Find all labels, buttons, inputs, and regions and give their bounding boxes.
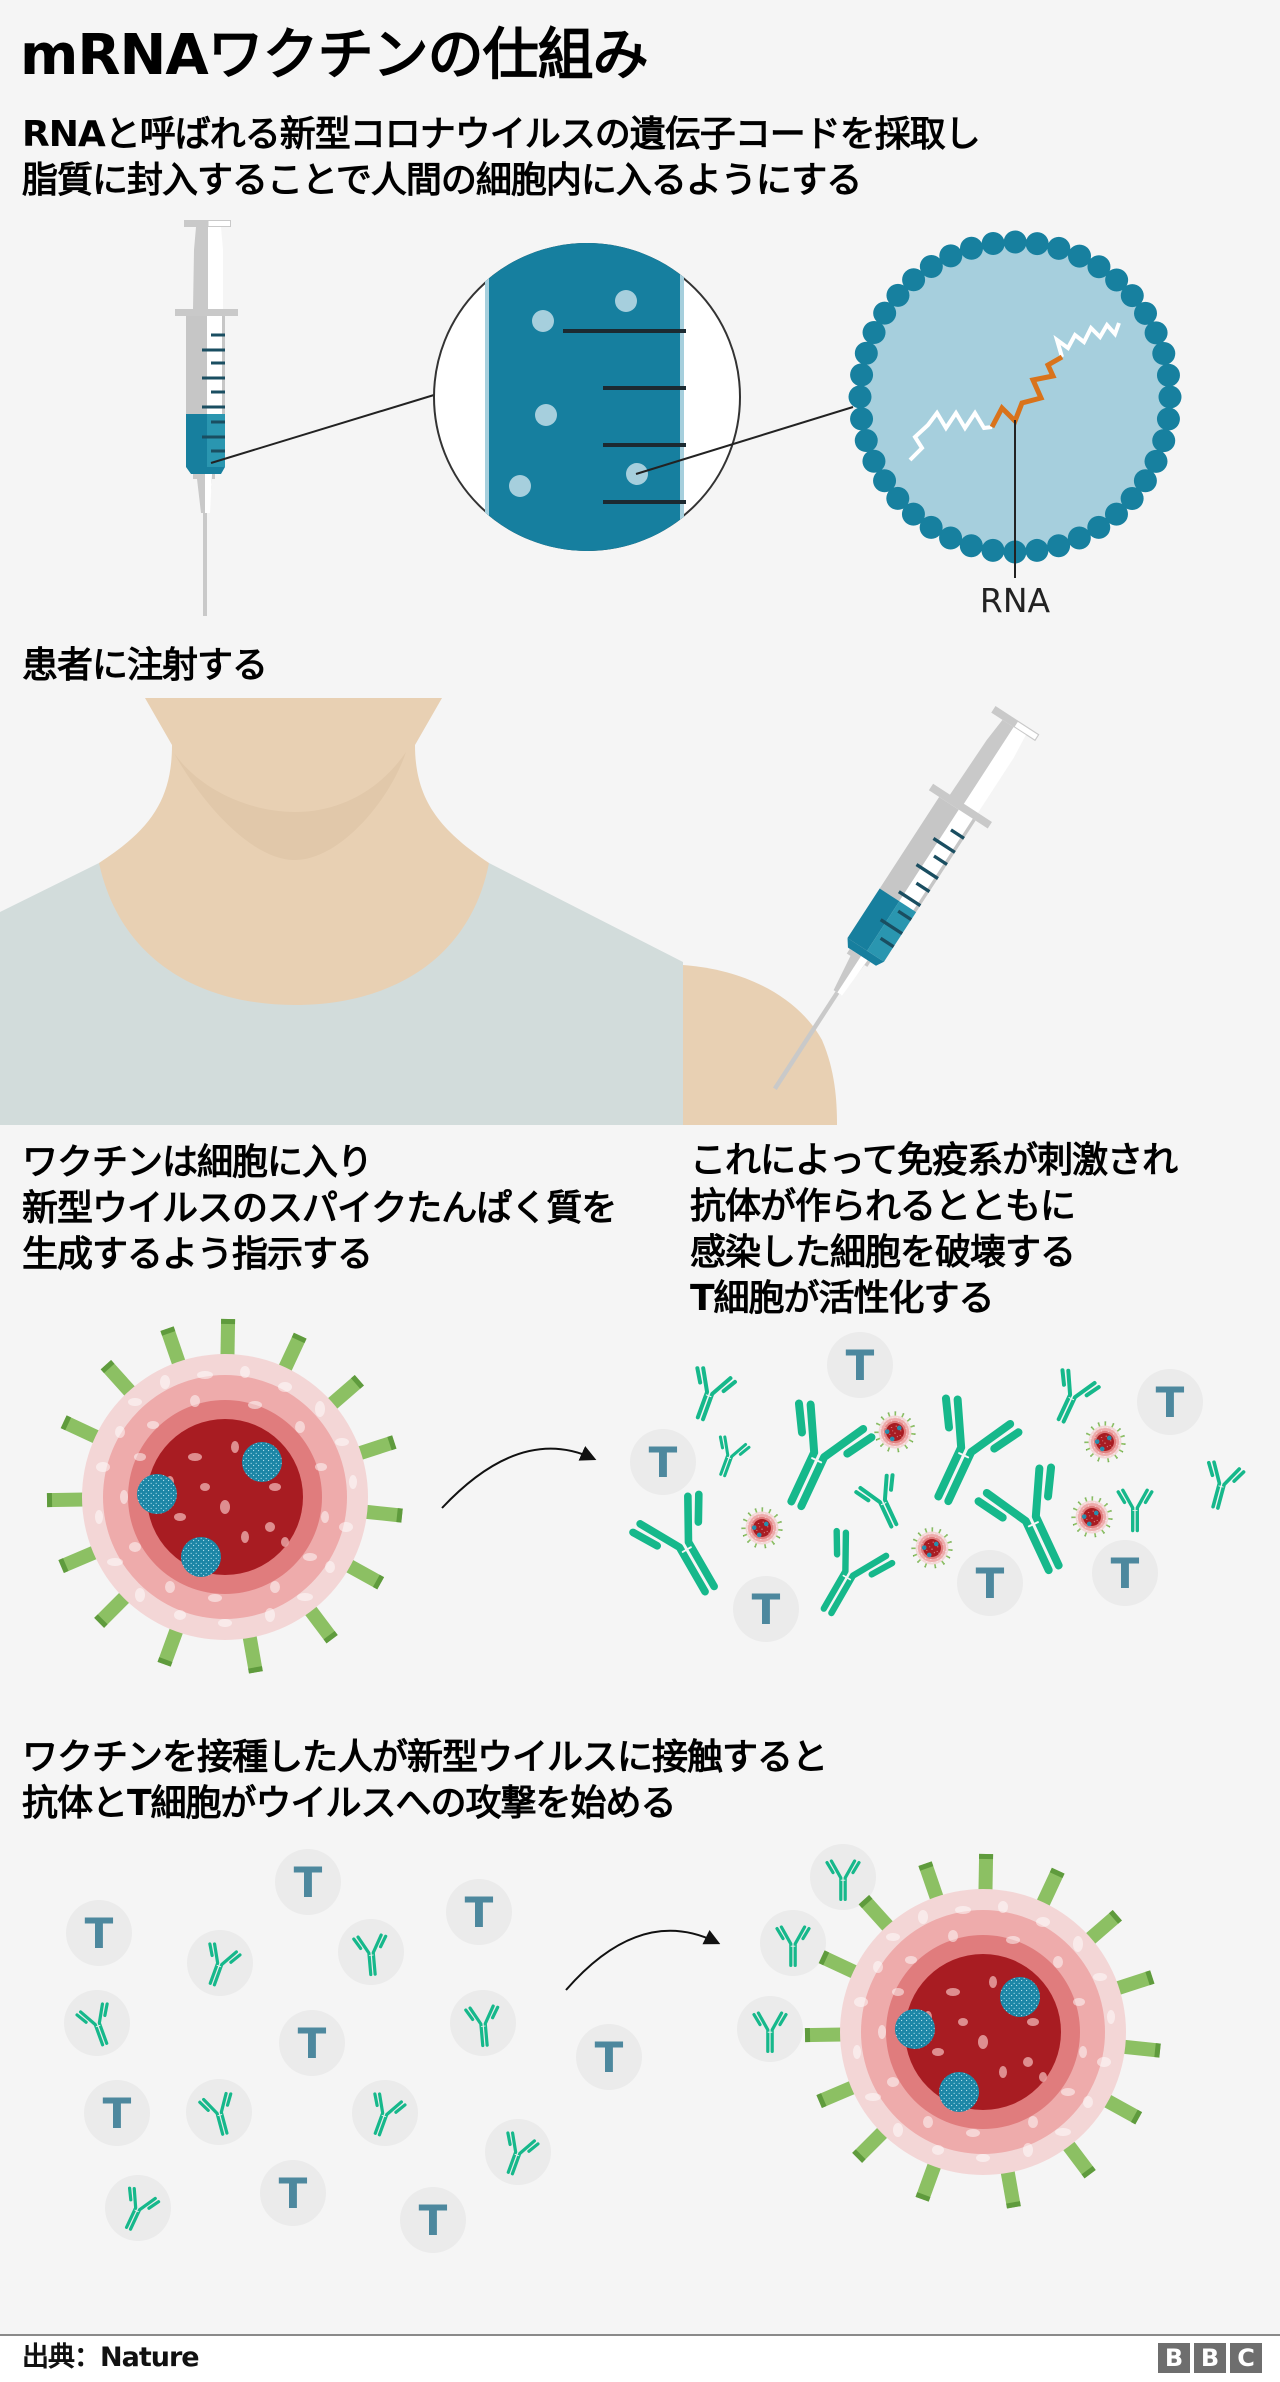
connector-line	[635, 406, 854, 475]
antibody-cell-icon	[105, 2175, 171, 2241]
caption-line: これによって免疫系が刺激され	[690, 1140, 1178, 1181]
caption-line: ワクチンを接種した人が新型ウイルスに接触すると	[22, 1737, 828, 1778]
page-title: mRNAワクチンの仕組み	[20, 23, 649, 88]
svg-text:T: T	[1156, 1378, 1185, 1427]
antibody-cell-icon	[352, 2080, 418, 2146]
caption-line: 生成するよう指示する	[22, 1234, 373, 1275]
rna-label: RNA	[980, 581, 1051, 620]
syringe-icon	[173, 218, 240, 618]
antibody-icon	[706, 1433, 752, 1482]
antibody-cell-icon	[450, 1990, 516, 2056]
t-cell-icon: T	[630, 1429, 696, 1495]
t-cell-icon: T	[576, 2024, 642, 2090]
bbc-logo: B B C	[1158, 2343, 1262, 2373]
antibody-icon	[907, 1395, 1020, 1516]
antibody-icon	[1041, 1366, 1102, 1431]
svg-text:T: T	[298, 2019, 327, 2068]
antibody-icon	[853, 1471, 914, 1536]
svg-text:T: T	[419, 2196, 448, 2245]
bbc-logo-letter: B	[1194, 2343, 1226, 2373]
t-cell-icon: T	[260, 2160, 326, 2226]
svg-text:T: T	[1111, 1549, 1140, 1598]
bbc-logo-letter: C	[1230, 2343, 1262, 2373]
virus-icon	[805, 1854, 1161, 2209]
virus-icon	[1072, 1497, 1113, 1538]
caption-line: 新型ウイルスのスパイクたんぱく質を	[22, 1188, 617, 1229]
caption-line: 感染した細胞を破壊する	[690, 1232, 1076, 1273]
antibody-cell-icon	[64, 1990, 130, 2056]
antibody-cell-icon	[737, 1996, 803, 2062]
antibody-cell-icon	[760, 1910, 826, 1976]
magnifier-icon	[433, 243, 741, 551]
virus-icon	[1085, 1422, 1126, 1463]
intro-line: RNAと呼ばれる新型コロナウイルスの遺伝子コードを採取し	[22, 114, 981, 155]
t-cell-icon: T	[1092, 1540, 1158, 1606]
arrow-icon	[565, 1929, 721, 1991]
antibody-icon	[1116, 1488, 1154, 1533]
svg-text:T: T	[752, 1585, 781, 1634]
bbc-logo-letter: B	[1158, 2343, 1190, 2373]
antibody-icon	[631, 1491, 742, 1608]
svg-text:T: T	[595, 2033, 624, 2082]
step-immune-caption: これによって免疫系が刺激され 抗体が作られるとともに 感染した細胞を破壊する T…	[690, 1138, 1178, 1322]
antibody-icon	[760, 1400, 873, 1521]
antibody-cell-icon	[485, 2119, 551, 2185]
t-cell-icon: T	[733, 1576, 799, 1642]
rna-strand-icon	[908, 409, 993, 462]
svg-text:T: T	[976, 1559, 1005, 1608]
caption-line: ワクチンは細胞に入り	[22, 1142, 373, 1183]
virus-icon	[47, 1319, 403, 1674]
shirt	[0, 863, 683, 1125]
virus-icon	[912, 1528, 953, 1569]
caption-line: 抗体が作られるとともに	[690, 1186, 1076, 1227]
t-cell-icon: T	[275, 1849, 341, 1915]
arm	[683, 965, 837, 1125]
svg-text:T: T	[649, 1438, 678, 1487]
rna-strand-icon	[1053, 321, 1121, 358]
step-attack-caption: ワクチンを接種した人が新型ウイルスに接触すると 抗体とT細胞がウイルスへの攻撃を…	[22, 1735, 828, 1827]
t-cell-icon: T	[446, 1879, 512, 1945]
footer-divider	[0, 2334, 1280, 2336]
antibody-icon	[1196, 1459, 1246, 1514]
antibody-cell-icon	[187, 1930, 253, 1996]
t-cell-group: T T T T T T T T	[66, 1849, 642, 2253]
connector-line	[210, 394, 435, 464]
antibody-cell-icon	[338, 1919, 404, 1985]
step-spike-caption: ワクチンは細胞に入り 新型ウイルスのスパイクたんぱく質を 生成するよう指示する	[22, 1140, 617, 1278]
intro-line: 脂質に封入することで人間の細胞内に入るようにする	[22, 160, 862, 201]
svg-text:T: T	[846, 1341, 875, 1390]
t-cell-icon: T	[279, 2010, 345, 2076]
t-cell-icon: T	[1137, 1369, 1203, 1435]
svg-text:T: T	[465, 1888, 494, 1937]
antibody-icon	[800, 1528, 894, 1627]
svg-text:T: T	[85, 1909, 114, 1958]
lipid-nanoparticle-icon	[848, 230, 1182, 578]
t-cell-icon: T	[957, 1550, 1023, 1616]
step-inject-caption: 患者に注射する	[22, 643, 268, 689]
t-cell-icon: T	[84, 2080, 150, 2146]
arrow-icon	[441, 1446, 597, 1509]
svg-text:T: T	[294, 1858, 323, 1907]
t-cell-icon: T	[400, 2187, 466, 2253]
caption-line: T細胞が活性化する	[690, 1278, 995, 1319]
antibody-cell-icon	[186, 2079, 252, 2145]
antibody-cell-icon	[810, 1844, 876, 1910]
virus-icon	[742, 1508, 783, 1549]
caption-line: 抗体とT細胞がウイルスへの攻撃を始める	[22, 1783, 677, 1824]
antibody-icon	[679, 1364, 738, 1428]
antibody-cell-group	[64, 1844, 876, 2241]
source-credit: 出典：Nature	[22, 2342, 200, 2373]
rna-highlight-icon	[989, 354, 1064, 429]
virus-icon	[875, 1412, 916, 1453]
t-cell-icon: T	[66, 1900, 132, 1966]
svg-text:T: T	[103, 2089, 132, 2138]
caption-line: 患者に注射する	[22, 645, 268, 686]
intro-text: RNAと呼ばれる新型コロナウイルスの遺伝子コードを採取し 脂質に封入することで人…	[22, 112, 981, 204]
patient-illustration	[0, 698, 837, 1125]
svg-text:T: T	[279, 2169, 308, 2218]
t-cell-group: T T T T T T	[630, 1332, 1203, 1642]
t-cell-icon: T	[827, 1332, 893, 1398]
footer: 出典：Nature B B C	[0, 2334, 1280, 2382]
